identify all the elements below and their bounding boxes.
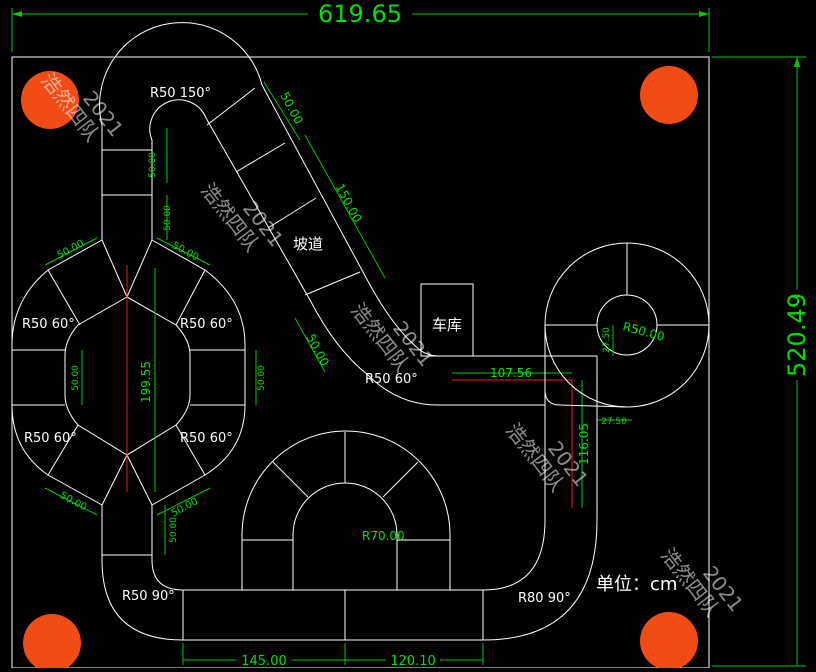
oct-tl-label: R50 60° [22, 317, 75, 332]
dimension-bottom-left: 145.00 [182, 643, 346, 669]
svg-text:50.00: 50.00 [169, 517, 179, 543]
dimension-oct-height: 199.55 [139, 268, 156, 492]
svg-text:50.00: 50.00 [163, 205, 173, 231]
bottom-left-curve-label: R50 90° [122, 589, 175, 604]
svg-text:150.00: 150.00 [332, 181, 364, 225]
watermark-3: 浩然四队 2021 [346, 298, 438, 376]
svg-text:50.00: 50.00 [303, 332, 331, 369]
dimension-column-a: 50.00 [148, 128, 168, 183]
track-top-arc [99, 22, 263, 240]
overall-width-value: 619.65 [318, 0, 402, 28]
dimension-ramp-bottom: 50.00 [294, 317, 332, 373]
track-right-loop [544, 242, 710, 408]
corner-marker-bottom-right [640, 612, 698, 670]
dimension-oct-bottom-column: 50.00 [164, 505, 179, 555]
svg-text:50.00: 50.00 [170, 240, 200, 263]
dimension-oct-upper-right: 50.00 [156, 237, 211, 266]
svg-text:199.55: 199.55 [139, 361, 153, 403]
track-octagon [11, 239, 246, 506]
svg-text:27.50: 27.50 [602, 327, 612, 353]
arc-top-label: R50 150° [150, 86, 211, 101]
corner-marker-top-right [640, 66, 698, 124]
dimension-overall-width: 619.65 [11, 0, 710, 52]
dimension-straight-vertical: 116.05 [577, 380, 591, 508]
svg-text:145.00: 145.00 [241, 654, 287, 668]
overall-height-value: 520.49 [783, 293, 811, 377]
dimension-oct-lower-left: 50.00 [44, 487, 98, 516]
svg-text:50.00: 50.00 [148, 152, 158, 178]
corner-marker-top-left [21, 71, 79, 129]
ramp-label: 坡道 [293, 235, 323, 253]
oct-bl-label: R50 60° [24, 431, 77, 446]
watermark-2: 浩然四队 2021 [196, 178, 288, 256]
svg-text:116.05: 116.05 [577, 423, 591, 465]
dimension-column-b: 50.00 [163, 195, 173, 240]
dimension-loop-gap-a: 27.50 [602, 325, 614, 356]
svg-text:107.56: 107.56 [490, 366, 532, 380]
track-bottom-left [101, 505, 184, 641]
dimension-ramp-length: 150.00 [304, 134, 386, 279]
track-arch [241, 430, 451, 590]
dimension-oct-side-left: 50.00 [71, 350, 83, 405]
dimension-bottom-right: 120.10 [345, 643, 484, 669]
svg-text:50.00: 50.00 [56, 238, 86, 261]
loop-radius-label: R50.00 [621, 319, 666, 344]
track-ramp [205, 84, 421, 376]
oct-tr-label: R50 60° [180, 317, 233, 332]
svg-text:50.00: 50.00 [170, 496, 200, 519]
svg-text:50.00: 50.00 [71, 365, 81, 391]
unit-label: 单位：cm [596, 574, 677, 595]
track-bottom-right [482, 405, 598, 641]
bottom-right-curve-label: R80 90° [518, 591, 571, 606]
dimension-loop-gap-b: 27.50 [597, 417, 632, 427]
svg-text:120.10: 120.10 [390, 654, 436, 668]
dimension-oct-side-right: 50.00 [255, 350, 267, 405]
track-bottom-straight [183, 589, 484, 641]
dimension-overall-height: 520.49 [712, 56, 811, 667]
center-curve-label: R50 60° [365, 372, 418, 387]
oct-br-label: R50 60° [180, 431, 233, 446]
corner-marker-bottom-left [23, 614, 81, 672]
svg-text:50.00: 50.00 [257, 365, 267, 391]
dimension-straight-horizontal: 107.56 [452, 366, 572, 380]
svg-text:50.00: 50.00 [58, 490, 88, 513]
dimension-ramp-top: 50.00 [263, 81, 306, 141]
arch-radius-label: R70.00 [362, 529, 405, 543]
svg-text:27.50: 27.50 [601, 417, 627, 427]
dimension-oct-upper-left: 50.00 [44, 237, 98, 266]
garage-label: 车库 [432, 316, 462, 334]
red-straight-path [452, 379, 573, 508]
